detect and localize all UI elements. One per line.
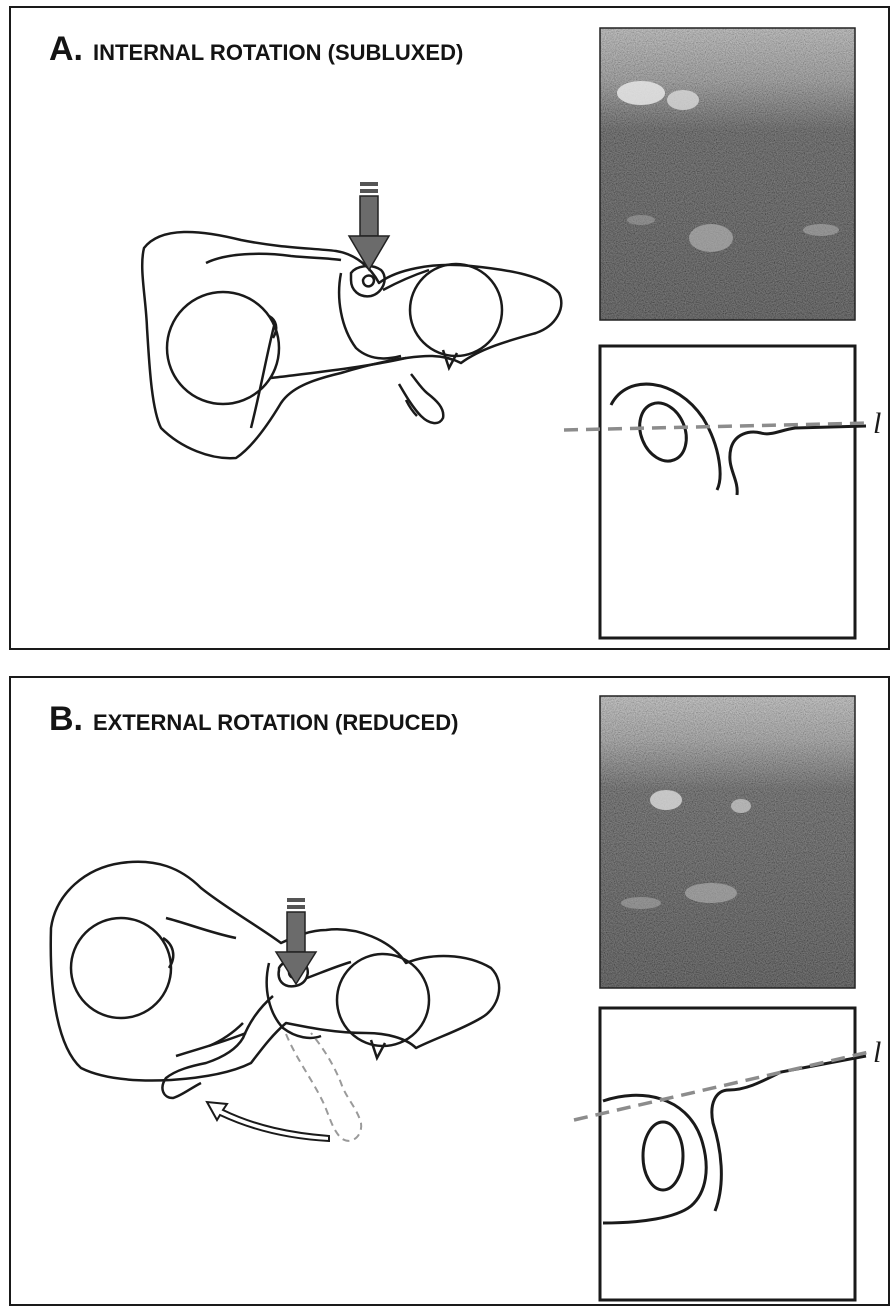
forearm bbox=[162, 996, 273, 1098]
head-circle bbox=[167, 292, 279, 404]
line-label: l bbox=[873, 407, 881, 440]
panel-a: A.INTERNAL ROTATION (SUBLUXED) bbox=[9, 6, 890, 650]
curved-arrow-icon bbox=[207, 1102, 329, 1141]
body-outline bbox=[51, 862, 499, 1081]
panel-b: B.EXTERNAL ROTATION (REDUCED) bbox=[9, 676, 890, 1306]
line-label: l bbox=[873, 1036, 881, 1069]
down-arrow-icon bbox=[276, 898, 316, 984]
hand bbox=[399, 374, 443, 423]
ultrasound-image-b bbox=[600, 696, 855, 988]
panel-a-illustration: l bbox=[11, 8, 892, 652]
head-circle bbox=[71, 918, 171, 1018]
body-outline bbox=[142, 232, 561, 458]
head-circle-right bbox=[410, 264, 502, 356]
head-circle-right bbox=[337, 954, 429, 1046]
ultrasound-image-a bbox=[600, 28, 855, 320]
previous-arm-position bbox=[286, 1033, 361, 1141]
schematic-drawing-b: l bbox=[574, 1008, 881, 1300]
panel-b-illustration: l bbox=[11, 678, 892, 1308]
schematic-drawing-a: l bbox=[564, 346, 881, 638]
shoulder bbox=[339, 266, 429, 358]
